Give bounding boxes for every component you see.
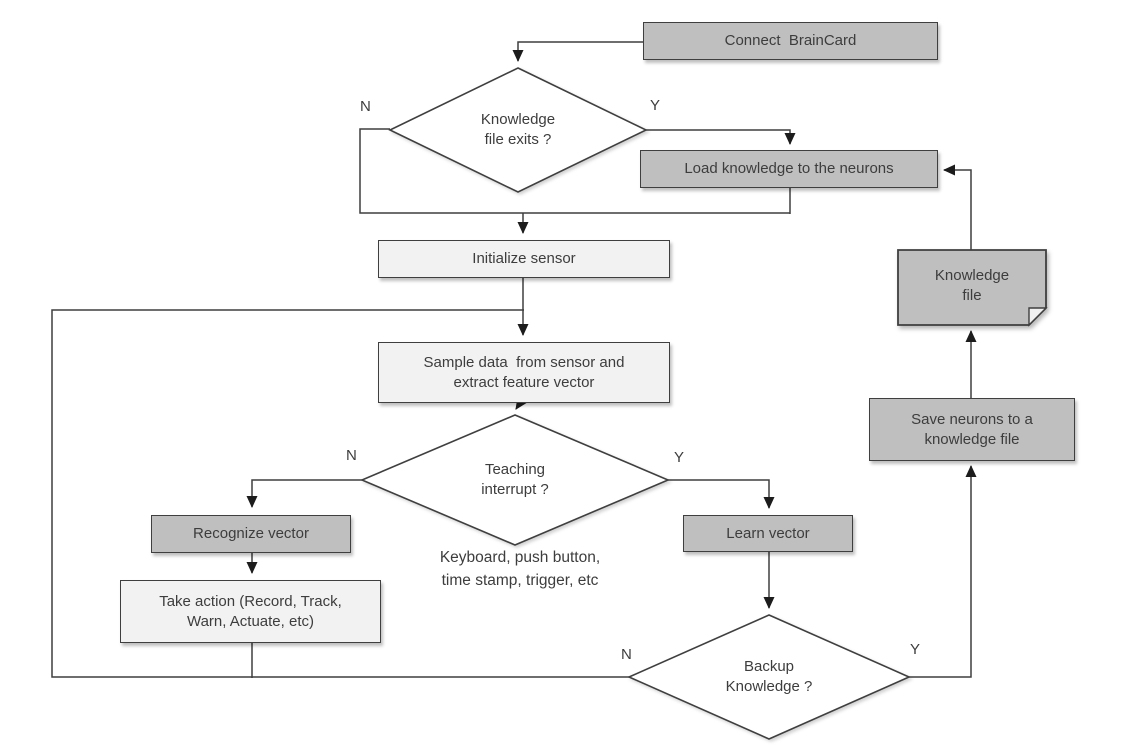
decision-backup-knowledge [627, 614, 911, 740]
node-initialize-sensor-label: Initialize sensor [472, 250, 576, 268]
node-save-neurons: Save neurons to a knowledge file [869, 398, 1075, 461]
edge-backup-yes-to-save [909, 465, 977, 678]
decision-backup-knowledge-label: Backup Knowledge ? [725, 657, 813, 695]
node-take-action-label: Take action (Record, Track, Warn, Actuat… [159, 592, 342, 630]
edge-teaching-no-to-recognize [246, 479, 362, 508]
edge-teaching-yes-to-learn [668, 479, 775, 509]
node-recognize-vector: Recognize vector [151, 515, 351, 553]
node-connect-braincard-label: Connect BrainCard [724, 32, 857, 50]
node-sample-data: Sample data from sensor and extract feat… [378, 342, 670, 403]
branch-label-teaching-y: Y [674, 449, 685, 466]
edge-connect-to-exists [512, 41, 643, 62]
edge-exists-yes-to-load [646, 129, 796, 145]
annotation-teaching-sources: Keyboard, push button, time stamp, trigg… [439, 549, 601, 590]
decision-teaching-interrupt [359, 414, 671, 546]
node-load-knowledge-label: Load knowledge to the neurons [684, 160, 894, 178]
node-recognize-vector-label: Recognize vector [193, 525, 309, 543]
node-take-action: Take action (Record, Track, Warn, Actuat… [120, 580, 381, 643]
document-fold-corner-icon [1028, 307, 1048, 327]
node-save-neurons-label: Save neurons to a knowledge file [911, 410, 1033, 448]
node-connect-braincard: Connect BrainCard [643, 22, 938, 60]
document-knowledge-file-label: Knowledge file [934, 266, 1010, 304]
branch-label-backup-y: Y [910, 641, 921, 658]
decision-knowledge-file-exists [388, 67, 648, 193]
node-learn-vector-label: Learn vector [726, 524, 810, 542]
edge-file-to-load [943, 164, 972, 250]
branch-label-teaching-n: N [346, 447, 357, 464]
branch-label-exists-n: N [360, 98, 371, 115]
decision-knowledge-file-exists-label: Knowledge file exits ? [480, 110, 556, 148]
branch-label-backup-n: N [621, 646, 632, 663]
decision-teaching-interrupt-label: Teaching interrupt ? [481, 460, 549, 498]
edge-backup-no-loop [51, 309, 629, 678]
node-load-knowledge: Load knowledge to the neurons [640, 150, 938, 188]
edge-exists-no-path [359, 128, 790, 214]
node-initialize-sensor: Initialize sensor [378, 240, 670, 278]
branch-label-exists-y: Y [650, 97, 661, 114]
edge-sample-to-teaching [515, 396, 527, 410]
node-learn-vector: Learn vector [683, 515, 853, 552]
node-sample-data-label: Sample data from sensor and extract feat… [423, 353, 625, 391]
